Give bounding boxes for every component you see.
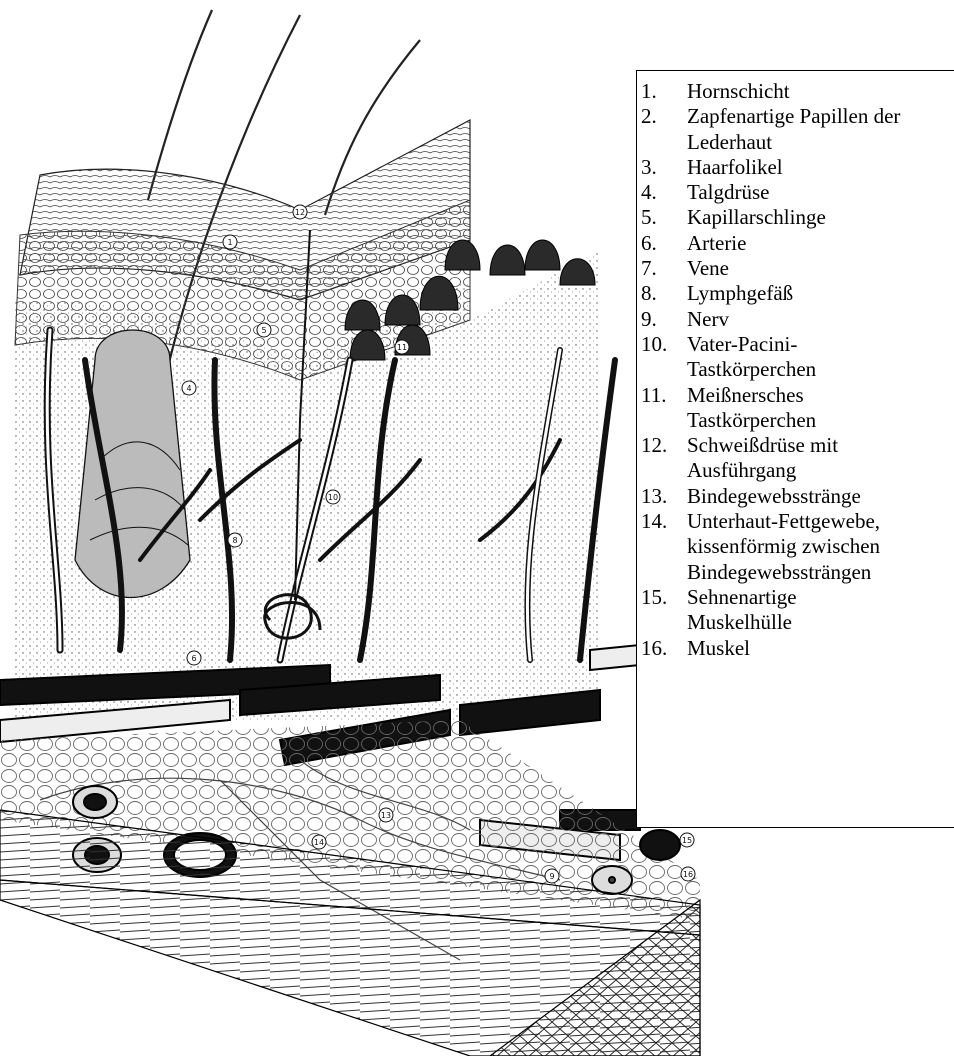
legend-item-line: 10.Vater-Pacini- <box>637 332 954 357</box>
legend-item-line: 8.Lymphgefäß <box>637 281 954 306</box>
callout-number: 6 <box>191 654 196 663</box>
legend-item-number <box>637 357 687 382</box>
legend-item-text: Tastkörperchen <box>687 408 816 433</box>
legend-item-line: Ausführgang <box>637 458 954 483</box>
legend-item-number: 7. <box>637 256 687 281</box>
legend-item-number: 6. <box>637 231 687 256</box>
legend-item-line: 3.Haarfolikel <box>637 155 954 180</box>
legend-item-number <box>637 560 687 585</box>
legend-item-number <box>637 130 687 155</box>
legend-item-text: Schweißdrüse mit <box>687 433 838 458</box>
legend-item-number <box>637 610 687 635</box>
legend-item-line: 12.Schweißdrüse mit <box>637 433 954 458</box>
legend-item-text: Muskelhülle <box>687 610 792 635</box>
legend-item-text: Kapillarschlinge <box>687 205 826 230</box>
legend-item-number: 5. <box>637 205 687 230</box>
legend-item-line: Bindegewebssträngen <box>637 560 954 585</box>
callout-number: 16 <box>683 870 693 879</box>
legend-item-text: Meißnersches <box>687 383 804 408</box>
legend-item-line: 4.Talgdrüse <box>637 180 954 205</box>
legend-item-text: Arterie <box>687 231 746 256</box>
legend-item-line: Muskelhülle <box>637 610 954 635</box>
callout-number: 9 <box>549 872 554 881</box>
legend-item-number: 13. <box>637 484 687 509</box>
legend-item-number: 16. <box>637 636 687 661</box>
legend-item-line: kissenförmig zwischen <box>637 534 954 559</box>
legend-item-line: 16.Muskel <box>637 636 954 661</box>
legend-item-text: Ausführgang <box>687 458 796 483</box>
legend-item-number: 12. <box>637 433 687 458</box>
legend-item-number: 10. <box>637 332 687 357</box>
legend-item-text: Zapfenartige Papillen der <box>687 104 900 129</box>
legend-item-text: Vater-Pacini- <box>687 332 797 357</box>
legend-item-number: 1. <box>637 79 687 104</box>
legend-item-text: Haarfolikel <box>687 155 783 180</box>
legend-item-number: 11. <box>637 383 687 408</box>
callout-number: 8 <box>232 536 237 545</box>
legend-item-line: 1.Hornschicht <box>637 79 954 104</box>
legend-item-number <box>637 408 687 433</box>
legend-item-line: 9.Nerv <box>637 307 954 332</box>
callout-number: 10 <box>328 493 338 502</box>
callout-number: 11 <box>397 343 407 352</box>
legend-item-number: 9. <box>637 307 687 332</box>
legend-item-text: Lymphgefäß <box>687 281 793 306</box>
legend-item-text: Bindegewebssträngen <box>687 560 871 585</box>
legend-item-line: 7.Vene <box>637 256 954 281</box>
legend-item-text: Vene <box>687 256 729 281</box>
legend-item-line: 14.Unterhaut-Fettgewebe, <box>637 509 954 534</box>
legend-item-number <box>637 534 687 559</box>
legend-item-number: 14. <box>637 509 687 534</box>
legend-item-line: Tastkörperchen <box>637 357 954 382</box>
legend-item-line: Lederhaut <box>637 130 954 155</box>
legend-item-text: Hornschicht <box>687 79 790 104</box>
legend-item-text: Bindegewebsstränge <box>687 484 861 509</box>
callout-number: 15 <box>682 836 692 845</box>
legend-item-text: Talgdrüse <box>687 180 770 205</box>
callout-number: 12 <box>295 208 305 217</box>
legend-item-text: Lederhaut <box>687 130 772 155</box>
legend-item-text: Muskel <box>687 636 750 661</box>
legend-item-line: 13.Bindegewebsstränge <box>637 484 954 509</box>
legend-item-line: 15.Sehnenartige <box>637 585 954 610</box>
callout-number: 4 <box>186 384 191 393</box>
legend-list: 1.Hornschicht2.Zapfenartige Papillen der… <box>637 71 954 661</box>
legend-item-text: Nerv <box>687 307 729 332</box>
legend-item-number: 3. <box>637 155 687 180</box>
legend-item-text: Sehnenartige <box>687 585 797 610</box>
callout-number: 5 <box>261 326 266 335</box>
legend-item-number: 2. <box>637 104 687 129</box>
legend-item-line: 5.Kapillarschlinge <box>637 205 954 230</box>
legend-item-number: 8. <box>637 281 687 306</box>
legend-item-line: 2.Zapfenartige Papillen der <box>637 104 954 129</box>
legend-box: 1.Hornschicht2.Zapfenartige Papillen der… <box>636 70 954 828</box>
legend-item-line: 11.Meißnersches <box>637 383 954 408</box>
legend-item-number: 15. <box>637 585 687 610</box>
legend-item-line: 6.Arterie <box>637 231 954 256</box>
legend-item-text: Tastkörperchen <box>687 357 816 382</box>
legend-item-text: Unterhaut-Fettgewebe, <box>687 509 880 534</box>
callout-number: 14 <box>314 838 324 847</box>
legend-item-number: 4. <box>637 180 687 205</box>
legend-item-line: Tastkörperchen <box>637 408 954 433</box>
callout-number: 13 <box>381 811 391 820</box>
legend-item-number <box>637 458 687 483</box>
callout-number: 1 <box>227 238 232 247</box>
legend-item-text: kissenförmig zwischen <box>687 534 880 559</box>
